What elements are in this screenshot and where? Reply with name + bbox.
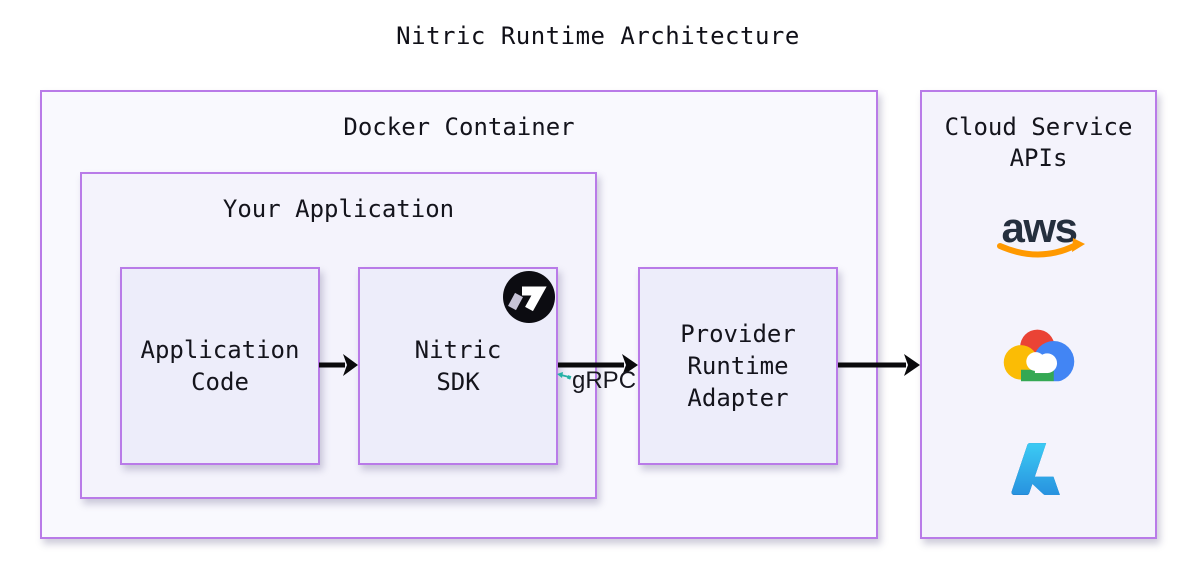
nitric-logo-circle	[503, 271, 555, 323]
application-code-label: Application Code	[140, 336, 300, 396]
grpc-text: gRPC	[572, 367, 637, 394]
provider-runtime-adapter-box: Provider Runtime Adapter	[638, 267, 838, 465]
diagram-title: Nitric Runtime Architecture	[396, 22, 800, 50]
docker-container-label: Docker Container	[343, 113, 575, 141]
nitric-logo-white-stroke	[522, 286, 547, 312]
nitric-sdk-label: Nitric SDK	[414, 336, 502, 396]
aws-wordmark: aws	[1001, 204, 1076, 251]
grpc-arrow-icon	[557, 372, 572, 380]
nitric-logo-icon	[503, 271, 555, 323]
google-cloud-logo	[997, 329, 1080, 388]
aws-smile-swoosh	[996, 243, 1077, 258]
azure-right-face	[1011, 443, 1060, 495]
aws-smile-tip	[1071, 238, 1085, 252]
cloud-service-apis-box: Cloud Service APIs aws	[920, 90, 1157, 539]
arrow-application-code-to-nitric-sdk	[319, 354, 358, 376]
aws-logo: aws	[996, 204, 1085, 258]
provider-runtime-adapter-label: Provider Runtime Adapter	[680, 320, 796, 412]
arrow-provider-adapter-to-cloud-apis	[838, 354, 920, 376]
azure-logo	[1010, 443, 1060, 495]
arrow-nitric-sdk-to-provider-adapter	[558, 354, 638, 376]
application-code-box: Application Code	[120, 267, 320, 465]
nitric-logo-gray-stroke	[508, 292, 523, 311]
cloud-service-apis-label: Cloud Service APIs	[944, 113, 1133, 172]
your-application-label: Your Application	[222, 195, 455, 223]
grpc-label: gRPC	[557, 367, 637, 395]
